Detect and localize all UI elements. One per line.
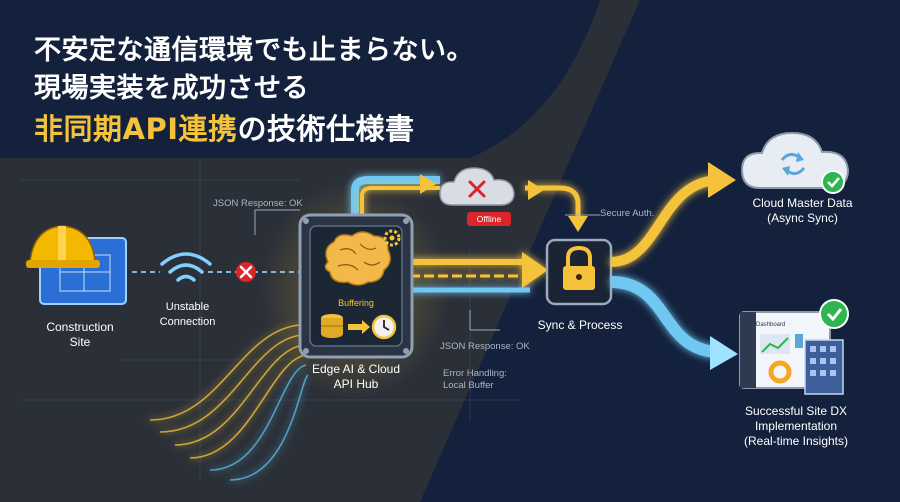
top-arc-right [525,185,581,218]
title-line-2: 現場実装を成功させる [34,73,309,104]
main-flow [410,252,548,293]
hard-hat-icon [26,225,100,268]
top-arc-blue [351,176,440,218]
error-x-icon [236,262,256,282]
wifi-icon [160,252,212,282]
title-block: 不安定な通信環境でも止まらない。 現場実装を成功させる 非同期API連携の技術仕… [0,0,620,160]
json-ok-top: JSON Response: OK [213,198,303,209]
top-arc-yellow [360,186,440,218]
cloud-sync-icon [740,131,850,189]
construction-site-label: Construction Site [46,320,114,349]
check-icon [821,170,845,194]
flow-to-cloud [610,175,721,267]
buffering-label: Buffering [338,298,374,308]
hub-label: Edge AI & Cloud API Hub [311,362,401,391]
lock-box [545,238,613,306]
offline-badge: Offline [467,212,511,226]
top-arrow-2 [528,180,544,200]
title-line-3: 非同期API連携の技術仕様書 [34,106,415,148]
gear-icon [383,229,401,247]
dashboard-label: Dashboard [756,322,786,328]
buffer-arrow [348,320,370,334]
title-line-1: 不安定な通信環境でも止まらない。 [34,35,474,66]
cloud-offline-icon [439,167,515,206]
json-ok-bottom: JSON Response: OK [440,341,530,352]
secure-auth: Secure Auth. [600,208,655,219]
title-highlight: 非同期API連携 [34,112,238,146]
database-icon [321,314,343,338]
building-icon [804,339,844,395]
arrow-to-dashboard [710,336,738,370]
unstable-connection-label: Unstable Connection [159,301,216,328]
arrow-to-cloud [708,162,736,198]
top-arrow-1 [420,174,436,194]
clock-icon [371,314,397,340]
brain-icon [324,231,391,286]
error-handling: Error Handling: Local Buffer [443,368,507,391]
title-panel [0,0,600,158]
top-arrow-down [568,216,588,232]
annotation-lines [254,209,600,331]
circuit-grid [20,160,520,480]
title-line-3-rest: の技術仕様書 [237,112,415,146]
success-label: Successful Site DX Implementation (Real-… [743,404,849,448]
sync-process-label: Sync & Process [537,318,623,332]
flow-to-dashboard [610,276,719,358]
check-icon [819,299,849,329]
cloud-master-label: Cloud Master Data (Async Sync) [752,196,853,225]
